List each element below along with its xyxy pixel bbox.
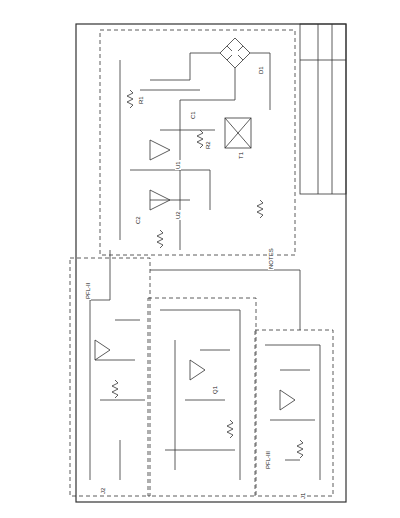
part-label: PFL-III [265, 450, 271, 470]
resistor-symbol [297, 440, 303, 458]
part-label: R1 [138, 95, 144, 105]
part-label: J1 [300, 492, 306, 500]
part-label: D1 [258, 65, 264, 75]
frame [76, 24, 346, 502]
resistor-symbol [227, 420, 233, 438]
part-label: R2 [205, 140, 211, 150]
part-label: T1 [238, 151, 244, 160]
resistor-symbol [257, 200, 263, 218]
part-label: PFL-II [85, 282, 91, 300]
part-label: NOTES [268, 247, 274, 270]
title-block [300, 24, 346, 194]
part-label: J2 [100, 487, 106, 495]
part-label: C1 [190, 110, 196, 120]
part-label: C2 [135, 215, 141, 225]
resistor-symbol [127, 90, 133, 108]
resistor-symbol [112, 380, 118, 398]
resistor-symbol [112, 90, 303, 458]
op-amp [95, 140, 295, 410]
transformer [225, 118, 251, 148]
bridge-rectifier [220, 38, 250, 68]
wire [90, 53, 320, 480]
resistor-symbol [157, 230, 163, 248]
part-label: Q1 [212, 385, 218, 395]
resistor-symbol [197, 130, 203, 148]
part-label: U2 [175, 210, 181, 220]
part-label: U1 [175, 160, 181, 170]
dashed-region [70, 30, 333, 496]
